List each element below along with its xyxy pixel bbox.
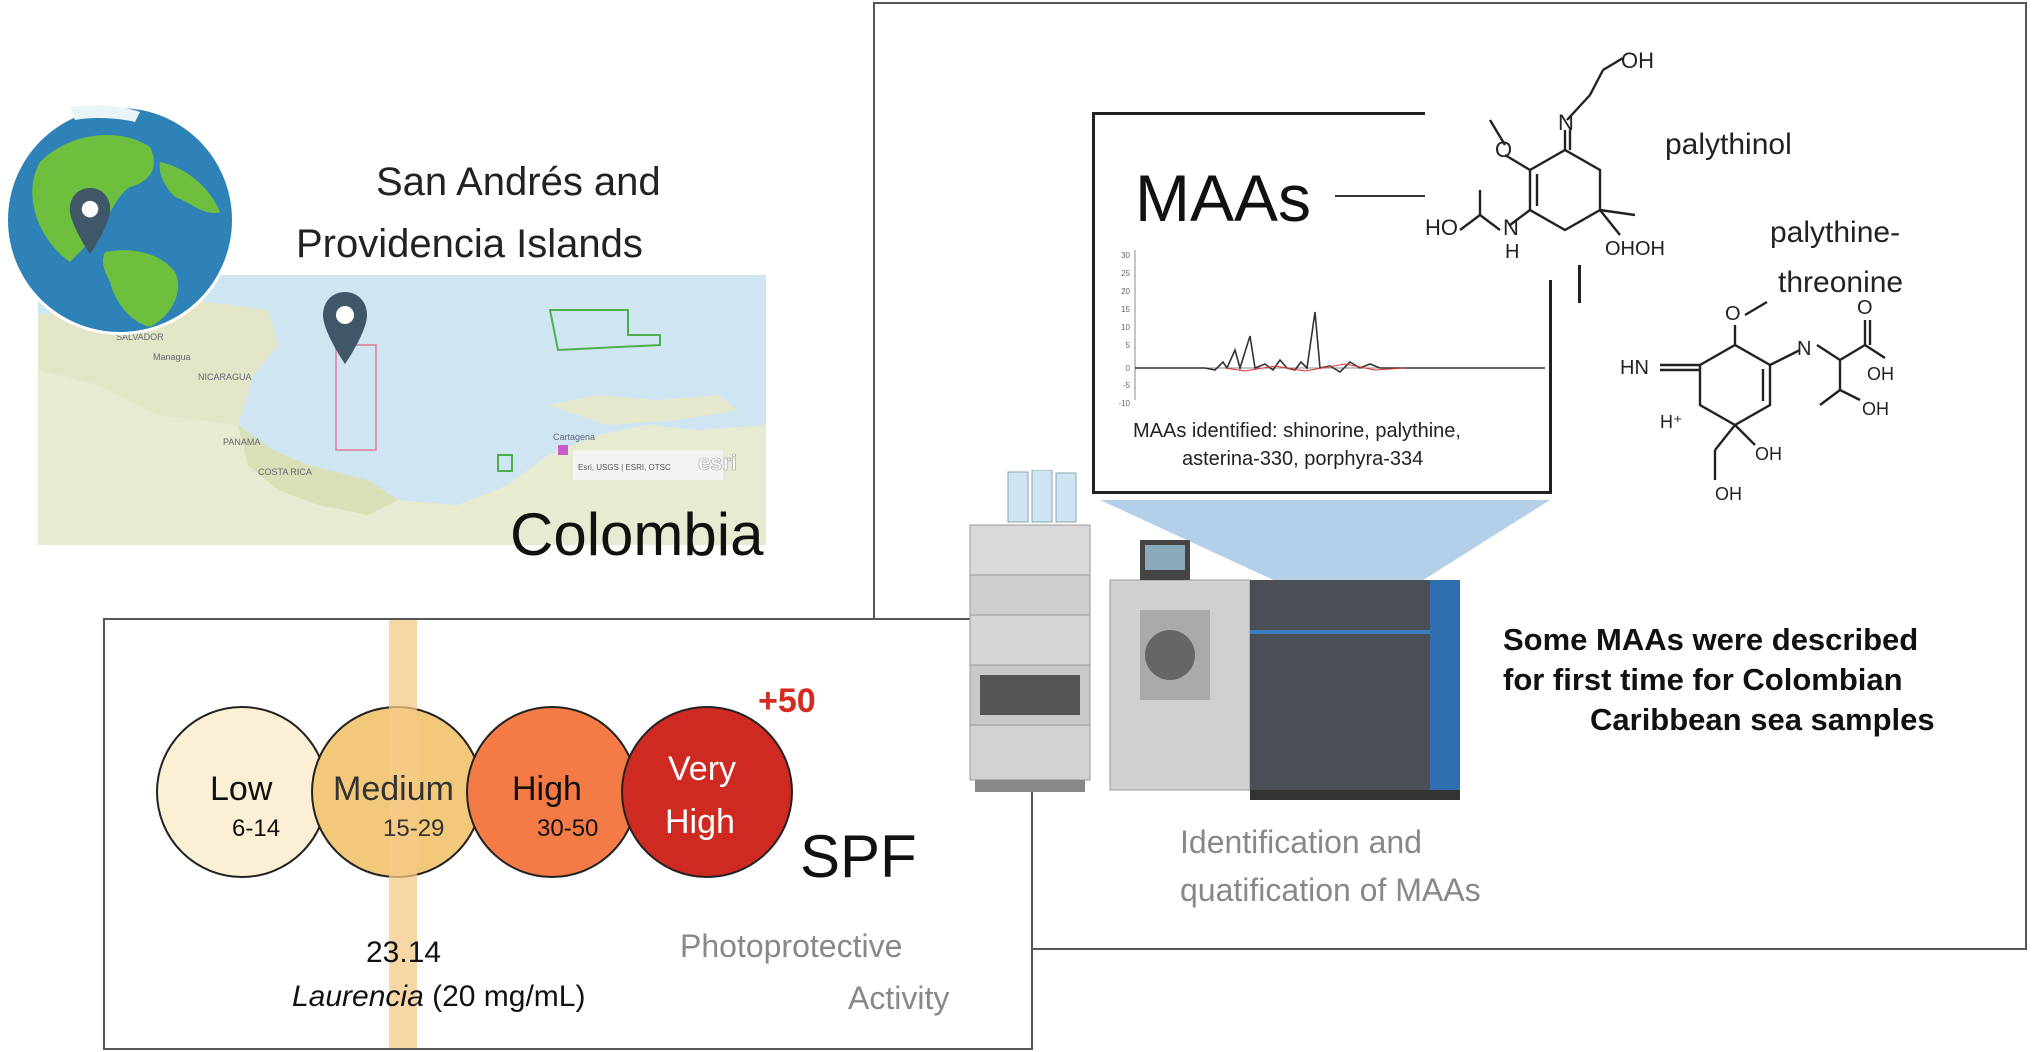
spf-level-high [466,706,638,878]
y-tick-label: 20 [1121,287,1130,296]
maas-caption-line1: Identification and [1180,824,1422,860]
compound-palythinol: palythinol [1665,128,1792,161]
map-label: Managua [153,352,191,362]
structure-separator [1578,265,1581,303]
spf-level-high-range: 30-50 [537,815,599,842]
map-pin-icon [323,292,367,364]
atom-label: OH [1862,399,1889,419]
spf-value: 23.14 [366,936,442,969]
globe-icon [5,105,235,335]
y-tick-label: 25 [1121,269,1130,278]
atom-label: OH [1621,50,1654,73]
y-tick-label: 0 [1126,364,1131,373]
atom-label: N [1503,215,1519,240]
compound-palythine-threonine-line1: palythine- [1770,216,1901,249]
palythine-threonine-structure: HN O N O OH OH H⁺ OH OH [1620,297,1894,504]
esri-logo: esri [698,450,737,475]
finding-line2: for first time for Colombian [1503,662,1903,697]
map-label: PANAMA [223,437,260,447]
atom-label: OH [1867,364,1894,384]
atom-label: H⁺ [1660,412,1683,432]
atom-label: OHOH [1605,238,1665,260]
compound-palythine-threonine-line2: threonine [1778,266,1904,299]
spf-level-very-high-name-line2: High [665,803,735,841]
spf-level-low [156,706,328,878]
spf-level-medium-range: 15-29 [383,815,445,842]
chromatogram-plot: 30 25 20 15 10 5 0 -5 -10 [1118,250,1545,408]
spf-caption-line2: Activity [848,980,950,1016]
atom-label: OH [1755,444,1782,464]
map-label: COSTA RICA [258,467,312,477]
spf-label: SPF [800,823,917,890]
spf-value-marker [389,620,417,1048]
atom-label: OH [1715,484,1742,504]
maas-caption-line2: quatification of MAAs [1180,872,1481,908]
spf-sample: Laurencia (20 mg/mL) [292,980,585,1014]
y-tick-label: 5 [1126,341,1131,350]
y-tick-label: 10 [1121,323,1130,332]
maas-identified-line1: MAAs identified: shinorine, palythine, [1133,420,1461,442]
finding-line1: Some MAAs were described [1503,622,1919,657]
islands-title-line2: Providencia Islands [296,222,643,266]
spf-sample-conc: (20 mg/mL) [423,980,586,1013]
y-tick-label: 30 [1121,251,1130,260]
y-tick-label: 15 [1121,305,1130,314]
spf-plus-label: +50 [758,682,816,720]
atom-label: HO [1425,215,1458,240]
atom-label: H [1505,241,1519,263]
y-tick-label: -10 [1118,399,1130,408]
islands-title-line1: San Andrés and [376,160,661,204]
palythinol-structure: OH N O HO N H OHOH [1425,50,1675,280]
callout-cone [1100,500,1550,620]
y-tick-label: -5 [1123,381,1131,390]
finding-line3: Caribbean sea samples [1590,702,1935,737]
map-credit: Esri, USGS | ESRI, OTSC [578,463,671,472]
atom-label: O [1857,297,1873,319]
spf-caption-line1: Photoprotective [680,928,903,964]
spf-level-low-range: 6-14 [232,815,281,842]
map-label: Cartagena [553,432,595,442]
spf-level-low-name: Low [210,770,273,808]
atom-label: O [1725,303,1741,325]
title-rule [1335,195,1445,197]
map-pin-icon [69,188,111,254]
map-label: NICARAGUA [198,372,252,382]
map-label: SALVADOR [116,332,164,342]
atom-label: HN [1620,357,1649,379]
maas-title: MAAs [1135,161,1312,235]
spf-level-very-high [621,706,793,878]
spf-level-very-high-name-line1: Very [668,750,737,788]
atom-label: N [1558,110,1574,135]
spf-level-medium-name: Medium [333,770,454,808]
atom-label: N [1797,338,1811,360]
country-label: Colombia [510,501,764,568]
spf-level-high-name: High [512,770,582,808]
maas-identified-line2: asterina-330, porphyra-334 [1182,448,1424,470]
spf-sample-name: Laurencia [292,980,424,1013]
atom-label: O [1495,137,1512,162]
hplc-ms-instrument-icon [969,470,1460,800]
